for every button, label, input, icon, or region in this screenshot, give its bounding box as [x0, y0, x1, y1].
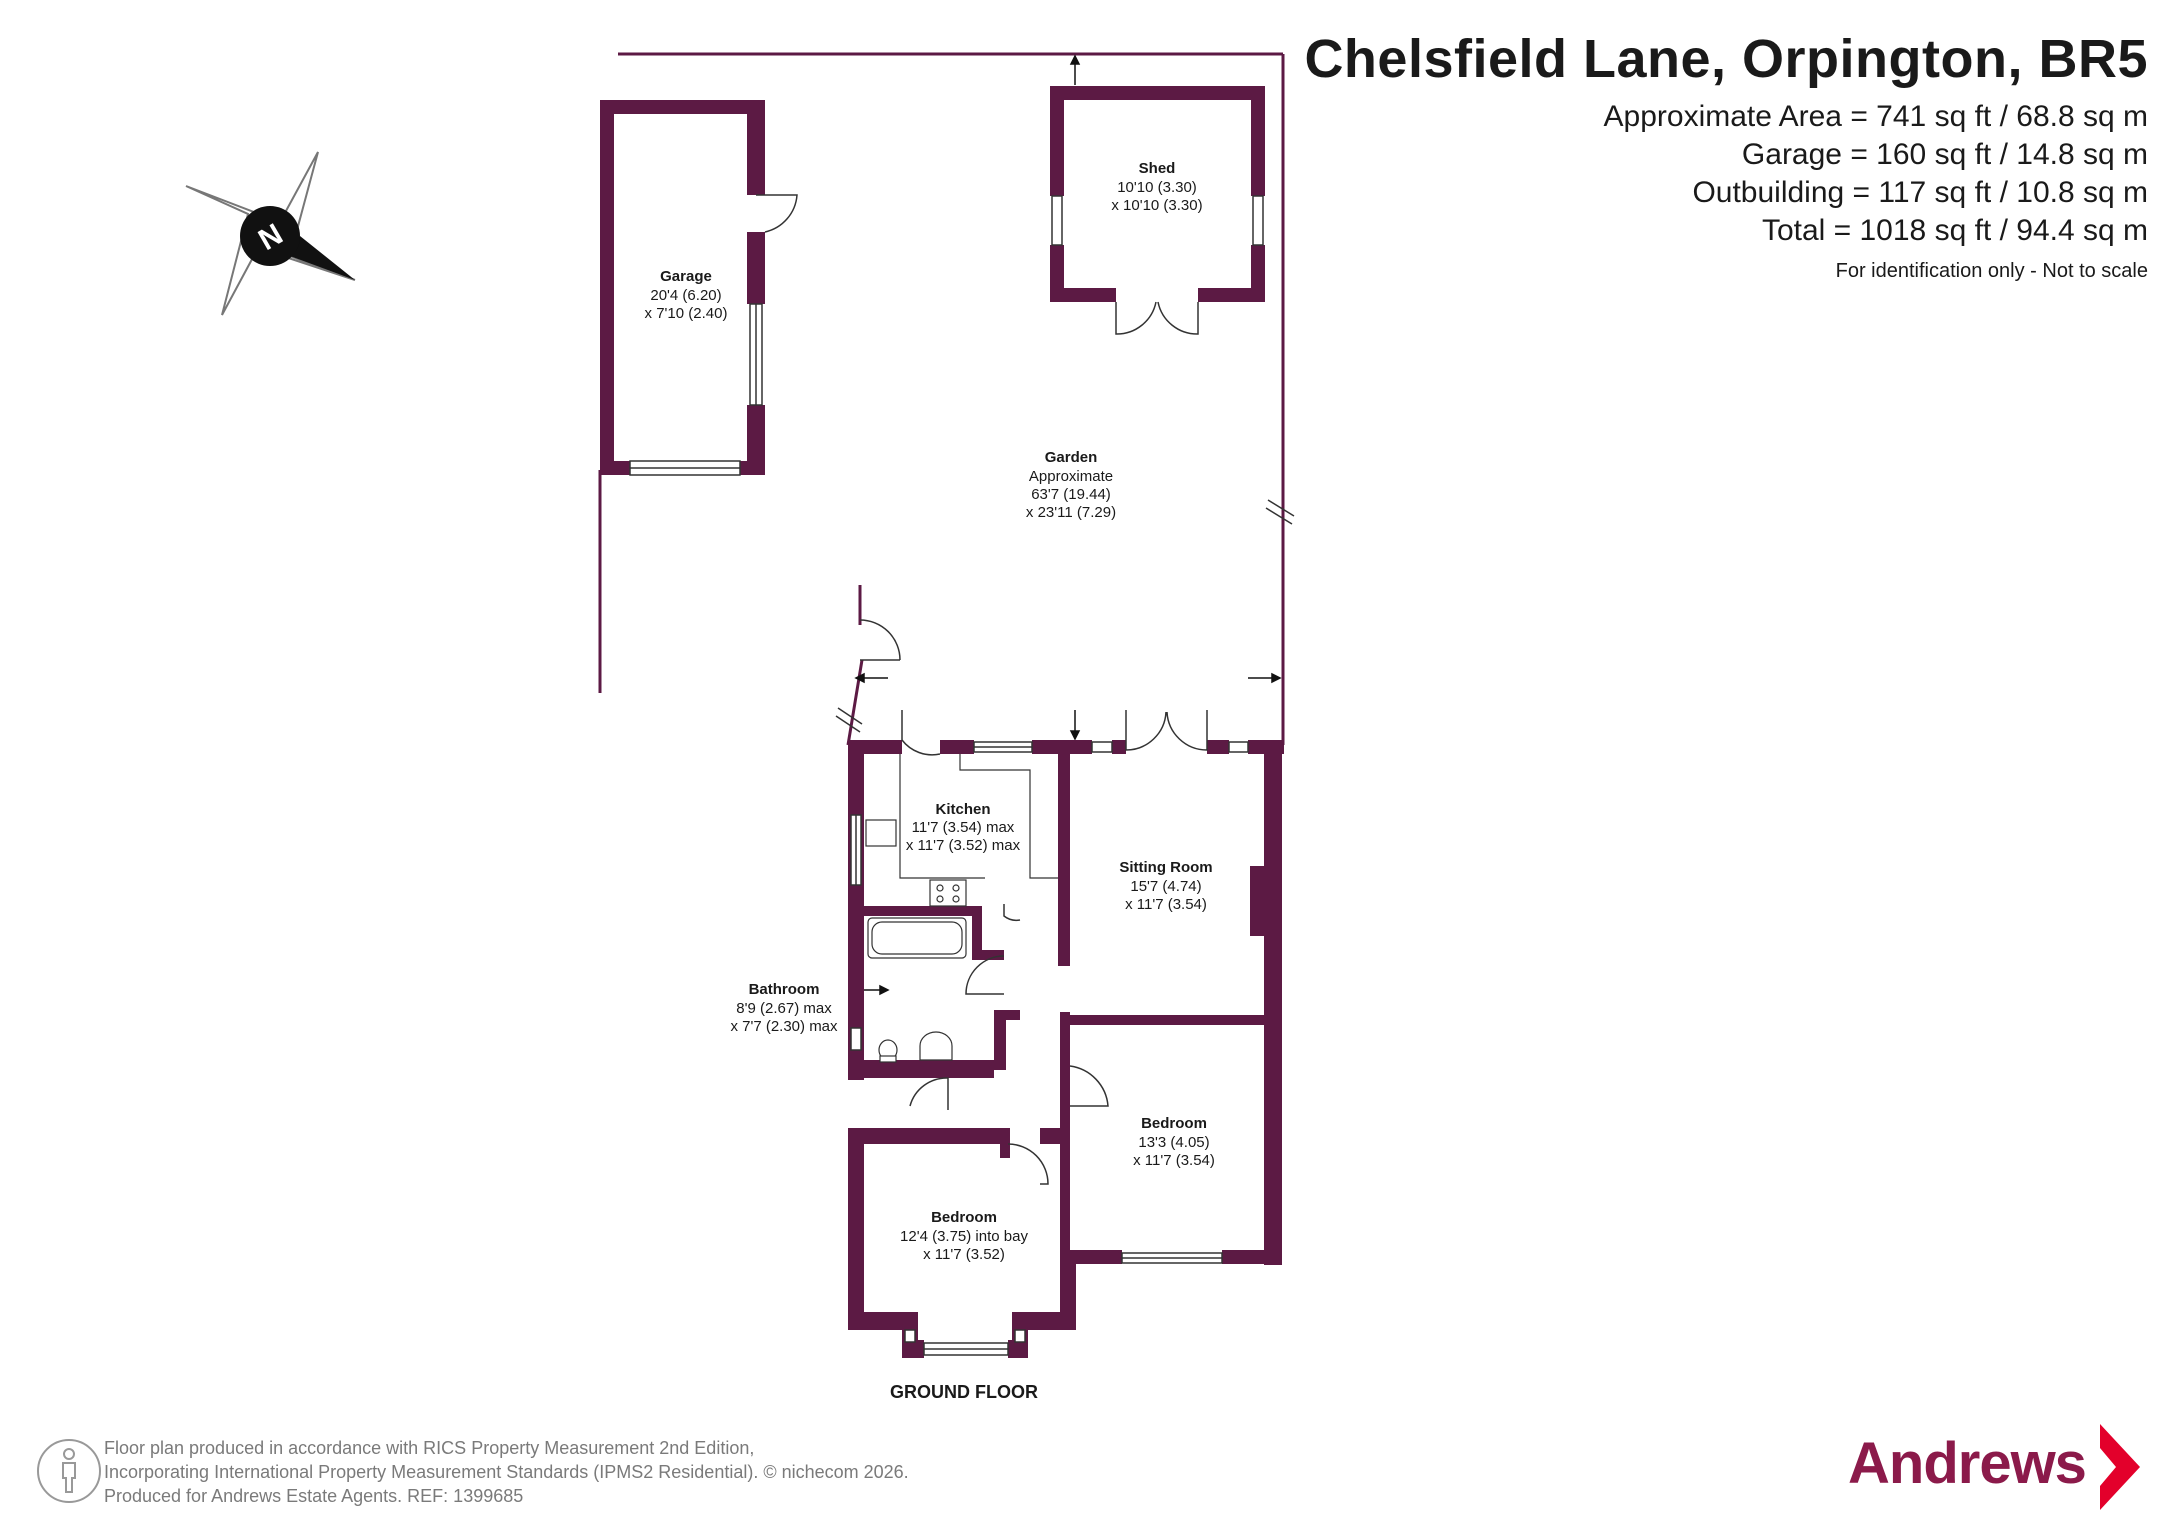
svg-text:Approximate: Approximate — [1029, 468, 1113, 485]
svg-text:8'9 (2.67) max: 8'9 (2.67) max — [736, 1000, 832, 1017]
svg-text:x 23'11 (7.29): x 23'11 (7.29) — [1026, 504, 1116, 521]
garage-walls — [600, 100, 765, 475]
room-label-bedroom-1: Bedroom 13'3 (4.05) x 11'7 (3.54) — [1133, 1115, 1215, 1169]
fixtures — [865, 754, 1058, 1063]
svg-text:12'4 (3.75) into bay: 12'4 (3.75) into bay — [900, 1228, 1028, 1245]
floor-label: GROUND FLOOR — [890, 1382, 1038, 1402]
area-line-total: Total = 1018 sq ft / 94.4 sq m — [1761, 214, 2148, 247]
svg-text:63'7 (19.44): 63'7 (19.44) — [1031, 486, 1111, 503]
room-label-sitting-room: Sitting Room 15'7 (4.74) x 11'7 (3.54) — [1119, 859, 1212, 913]
footer-line: Produced for Andrews Estate Agents. REF:… — [104, 1486, 524, 1506]
kitchen-sink-icon — [865, 819, 897, 847]
property-title: Chelsfield Lane, Orpington, BR5 — [1304, 29, 2148, 89]
svg-text:x 7'10 (2.40): x 7'10 (2.40) — [645, 305, 728, 322]
svg-text:15'7 (4.74): 15'7 (4.74) — [1130, 878, 1201, 895]
garden-boundary — [598, 52, 1295, 746]
shed-openings — [1051, 195, 1264, 335]
disclaimer: For identification only - Not to scale — [1835, 260, 2148, 282]
svg-text:Garage: Garage — [660, 268, 712, 285]
andrews-logo: Andrews — [1848, 1424, 2148, 1510]
svg-text:x 11'7 (3.54): x 11'7 (3.54) — [1133, 1152, 1215, 1169]
svg-text:Sitting Room: Sitting Room — [1119, 859, 1212, 876]
compass-icon: N — [185, 151, 356, 316]
svg-text:x 11'7 (3.52): x 11'7 (3.52) — [923, 1246, 1005, 1263]
room-label-kitchen: Kitchen 11'7 (3.54) max x 11'7 (3.52) ma… — [906, 801, 1021, 854]
svg-text:Bathroom: Bathroom — [749, 981, 820, 998]
brand-arrow-icon — [2100, 1424, 2140, 1510]
room-label-garden: Garden Approximate 63'7 (19.44) x 23'11 … — [1026, 449, 1116, 521]
footer-line: Incorporating International Property Mea… — [104, 1462, 909, 1482]
basin-icon — [919, 1031, 953, 1061]
area-line-approximate: Approximate Area = 741 sq ft / 68.8 sq m — [1603, 100, 2148, 133]
svg-text:Bedroom: Bedroom — [931, 1209, 997, 1226]
room-label-garage: Garage 20'4 (6.20) x 7'10 (2.40) — [645, 268, 728, 322]
house-openings — [850, 710, 1249, 1356]
area-line-outbuilding: Outbuilding = 117 sq ft / 10.8 sq m — [1692, 176, 2148, 209]
shed-walls — [1050, 86, 1265, 302]
footer-line: Floor plan produced in accordance with R… — [104, 1438, 755, 1458]
svg-text:Bedroom: Bedroom — [1141, 1115, 1207, 1132]
garage-openings — [629, 194, 798, 476]
room-label-shed: Shed 10'10 (3.30) x 10'10 (3.30) — [1111, 160, 1202, 214]
svg-text:11'7 (3.54) max: 11'7 (3.54) max — [912, 819, 1015, 836]
svg-text:x 11'7 (3.52) max: x 11'7 (3.52) max — [906, 837, 1021, 854]
compass-north-disc — [240, 206, 300, 266]
property-header: Chelsfield Lane, Orpington, BR5 Approxim… — [1304, 28, 2148, 283]
svg-text:x 7'7 (2.30) max: x 7'7 (2.30) max — [730, 1018, 838, 1035]
svg-text:10'10 (3.30): 10'10 (3.30) — [1117, 179, 1197, 196]
room-label-bedroom-2: Bedroom 12'4 (3.75) into bay x 11'7 (3.5… — [900, 1209, 1028, 1263]
svg-text:x 10'10 (3.30): x 10'10 (3.30) — [1111, 197, 1202, 214]
hob-icon — [929, 879, 967, 907]
room-label-bathroom: Bathroom 8'9 (2.67) max x 7'7 (2.30) max — [730, 981, 838, 1035]
brand-name: Andrews — [1848, 1431, 2087, 1496]
footer-notes: Floor plan produced in accordance with R… — [104, 1436, 909, 1508]
svg-text:Kitchen: Kitchen — [935, 801, 990, 818]
area-line-garage: Garage = 160 sq ft / 14.8 sq m — [1741, 138, 2148, 171]
svg-text:Garden: Garden — [1045, 449, 1098, 466]
svg-text:x 11'7 (3.54): x 11'7 (3.54) — [1125, 896, 1207, 913]
svg-text:20'4 (6.20): 20'4 (6.20) — [650, 287, 721, 304]
person-scale-icon — [37, 1439, 101, 1503]
svg-text:13'3 (4.05): 13'3 (4.05) — [1138, 1134, 1209, 1151]
svg-text:Shed: Shed — [1139, 160, 1176, 177]
